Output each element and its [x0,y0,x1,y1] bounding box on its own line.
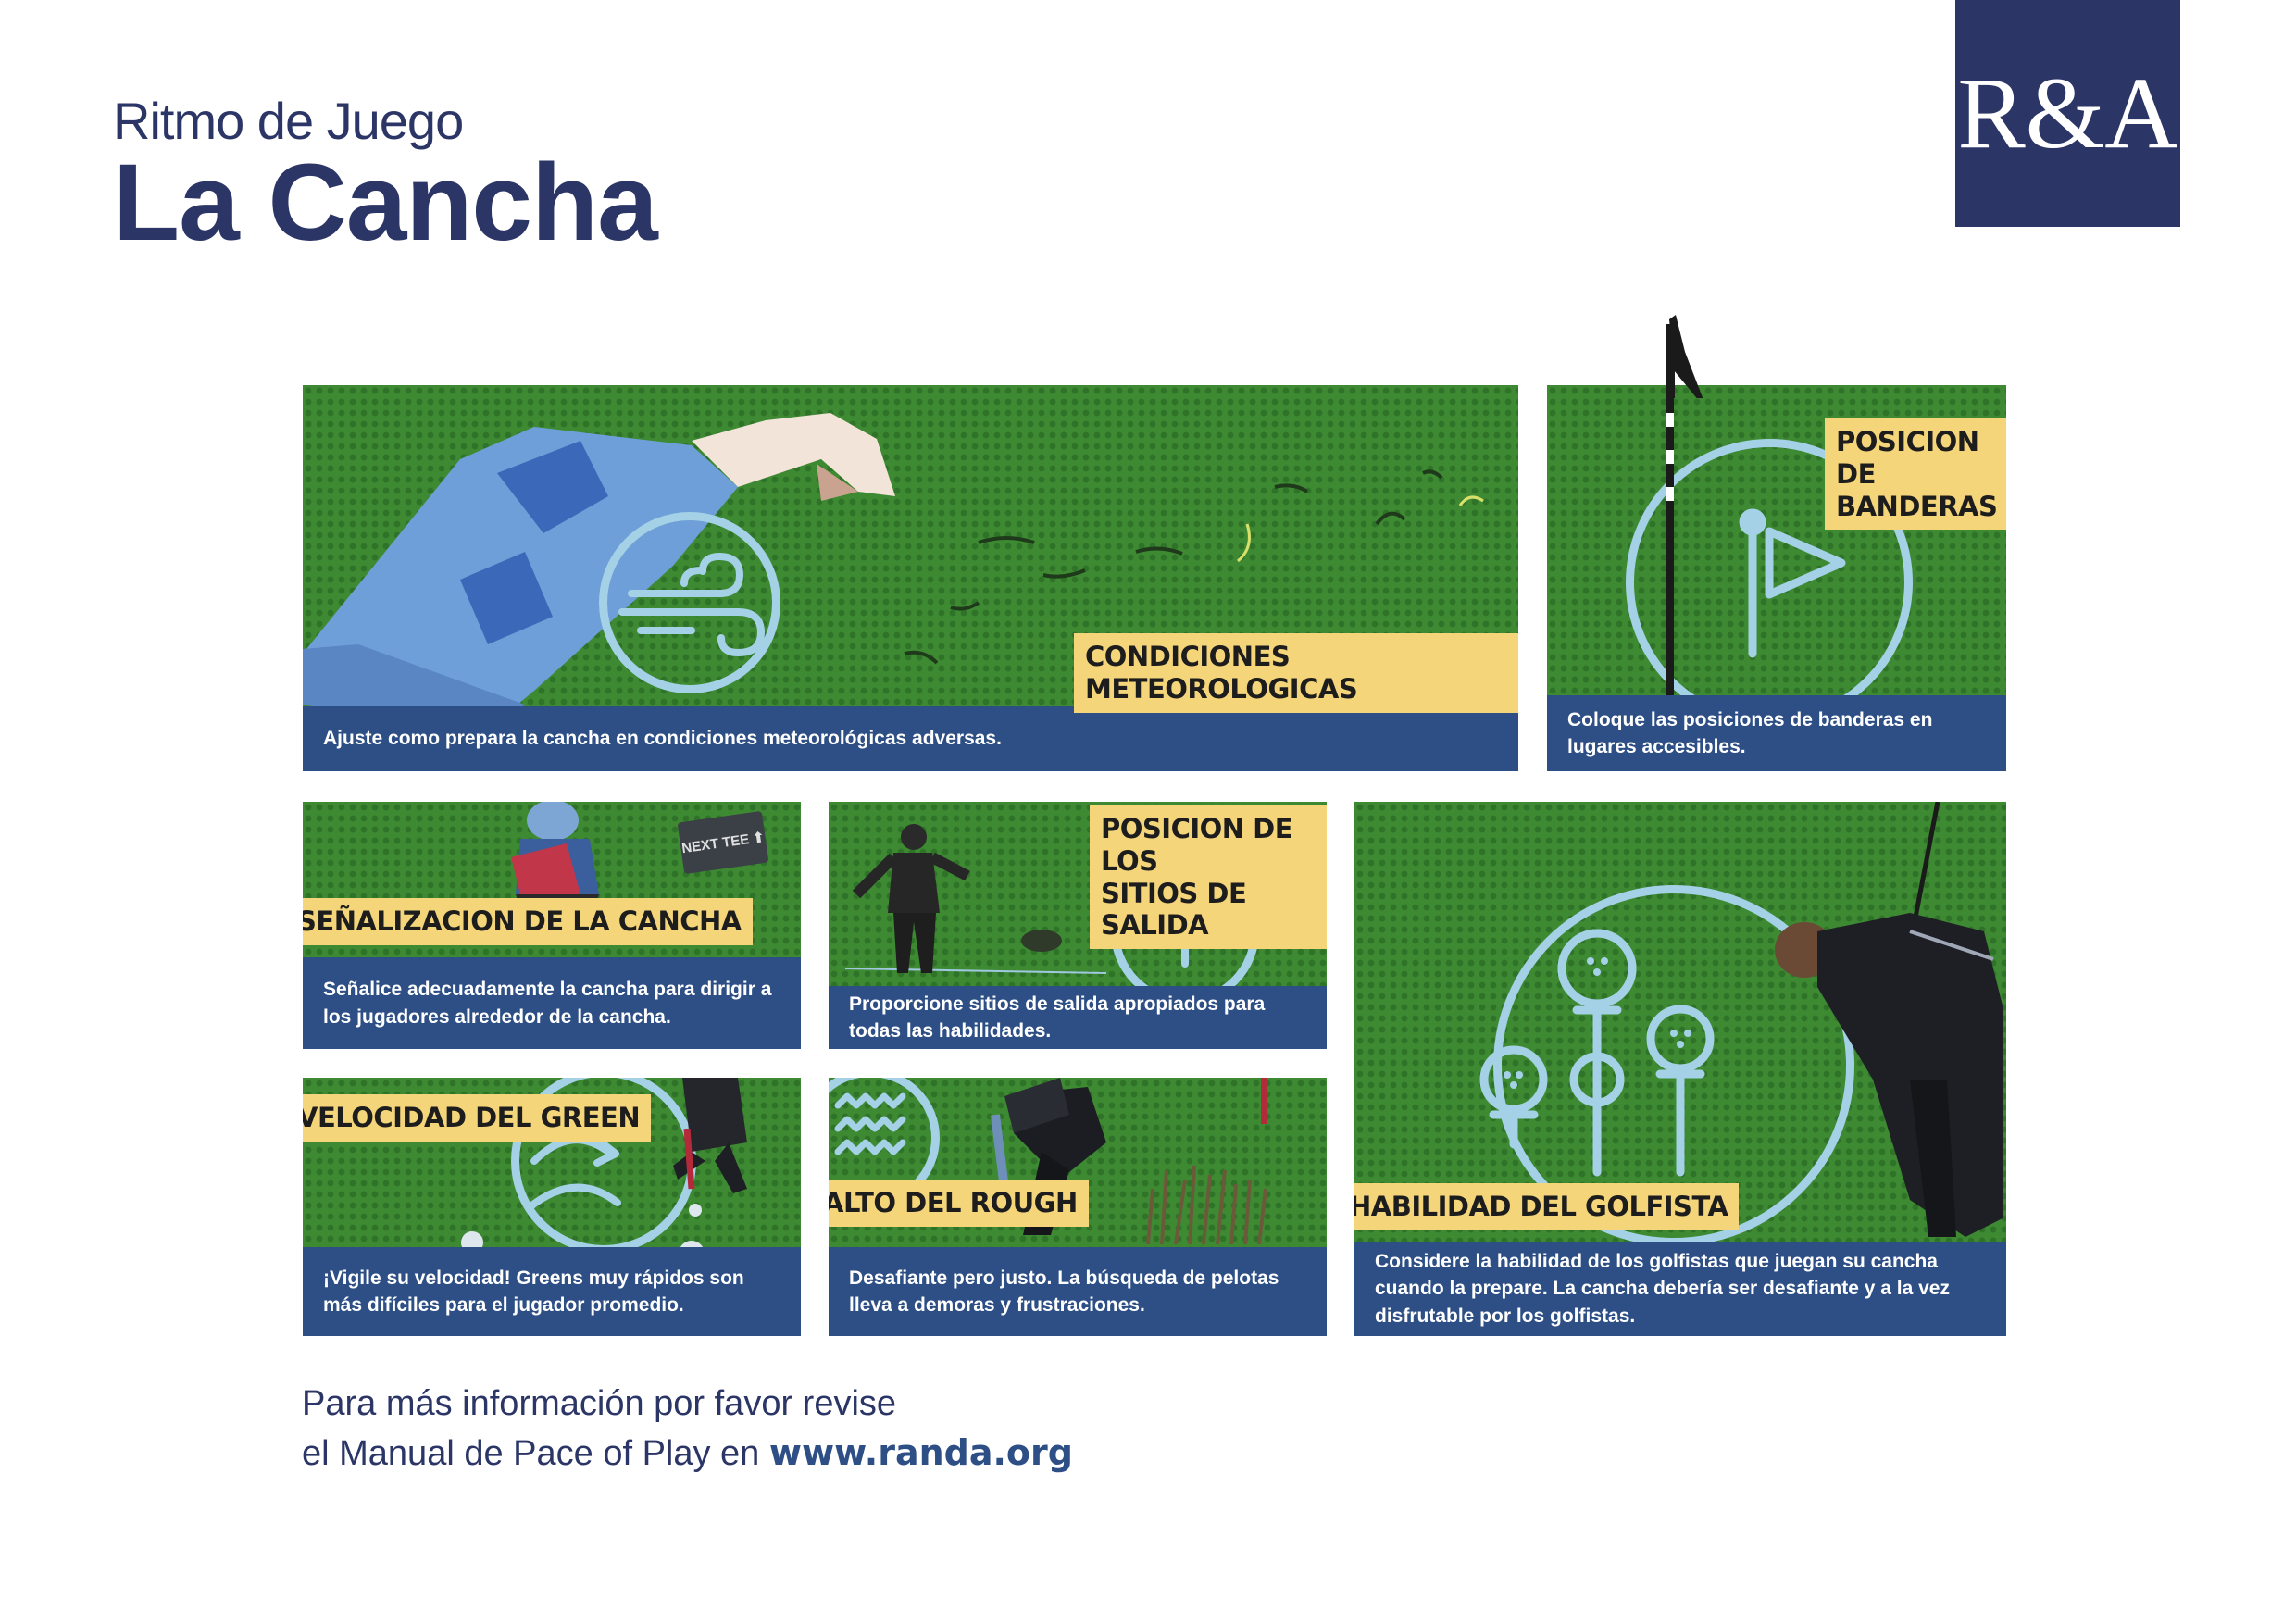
panel-green: VELOCIDAD DEL GREEN ¡Vigile su velocidad… [303,1078,801,1336]
caption-flags: Coloque las posiciones de banderas en lu… [1547,695,2006,771]
caption-skill: Considere la habilidad de los golfistas … [1354,1242,2006,1336]
footer-note: Para más información por favor revise el… [302,1380,1073,1479]
tag-green: VELOCIDAD DEL GREEN [303,1094,652,1142]
page-title: La Cancha [113,142,658,264]
tag-tees: POSICION DE LOS SITIOS DE SALIDA [1090,805,1327,950]
golf-balls-on-tees-icon [1479,802,2003,1237]
panel-skill: HABILIDAD DEL GOLFISTA Considere la habi… [1354,802,2006,1336]
tag-flags-line1: POSICION DE [1836,426,1979,490]
page-subtitle: Ritmo de Juego [113,92,464,150]
panel-rough: ALTO DEL ROUGH Desafiante pero justo. La… [829,1078,1327,1336]
caption-rough: Desafiante pero justo. La búsqueda de pe… [829,1247,1327,1336]
tag-flags-line2: BANDERAS [1836,490,1998,522]
tag-flags: POSICION DE BANDERAS [1825,418,2006,531]
up-arrow-icon: ⬆ [751,829,766,847]
panel-tees: POSICION DE LOS SITIOS DE SALIDA Proporc… [829,802,1327,1049]
tag-rough: ALTO DEL ROUGH [829,1180,1089,1227]
flag-pin-icon [1666,385,1846,700]
logo-text: R&A [1957,56,2178,169]
randa-logo[interactable]: R&A [1955,0,2180,227]
wind-icon-ring [599,512,780,693]
footer-line1: Para más información por favor revise [302,1384,897,1423]
tag-signage: SEÑALIZACION DE LA CANCHA [303,898,753,945]
panel-weather: CONDICIONES METEOROLOGICAS Ajuste como p… [303,385,1518,771]
panel-flags: POSICION DE BANDERAS Coloque las posicio… [1547,385,2006,771]
next-tee-sign-text: NEXT TEE [680,830,751,856]
tag-weather: CONDICIONES METEOROLOGICAS [1074,633,1518,713]
tag-tees-line1: POSICION DE LOS [1101,813,1293,877]
caption-weather: Ajuste como prepara la cancha en condici… [303,706,1518,771]
flag-icon [1666,315,1703,398]
tag-skill: HABILIDAD DEL GOLFISTA [1354,1183,1740,1230]
wind-icon [618,552,766,657]
panel-signage: NEXT TEE⬆ SEÑALIZACION DE LA CANCHA Seña… [303,802,801,1049]
tag-tees-line2: SITIOS DE SALIDA [1101,877,1247,942]
footer-line2-prefix: el Manual de Pace of Play en [302,1434,760,1474]
caption-signage: Señalice adecuadamente la cancha para di… [303,957,801,1049]
footer-line2: el Manual de Pace of Play en www.randa.o… [302,1429,1073,1479]
footer-url-link[interactable]: www.randa.org [768,1432,1073,1474]
caption-tees: Proporcione sitios de salida apropiados … [829,986,1327,1049]
caption-green: ¡Vigile su velocidad! Greens muy rápidos… [303,1247,801,1336]
